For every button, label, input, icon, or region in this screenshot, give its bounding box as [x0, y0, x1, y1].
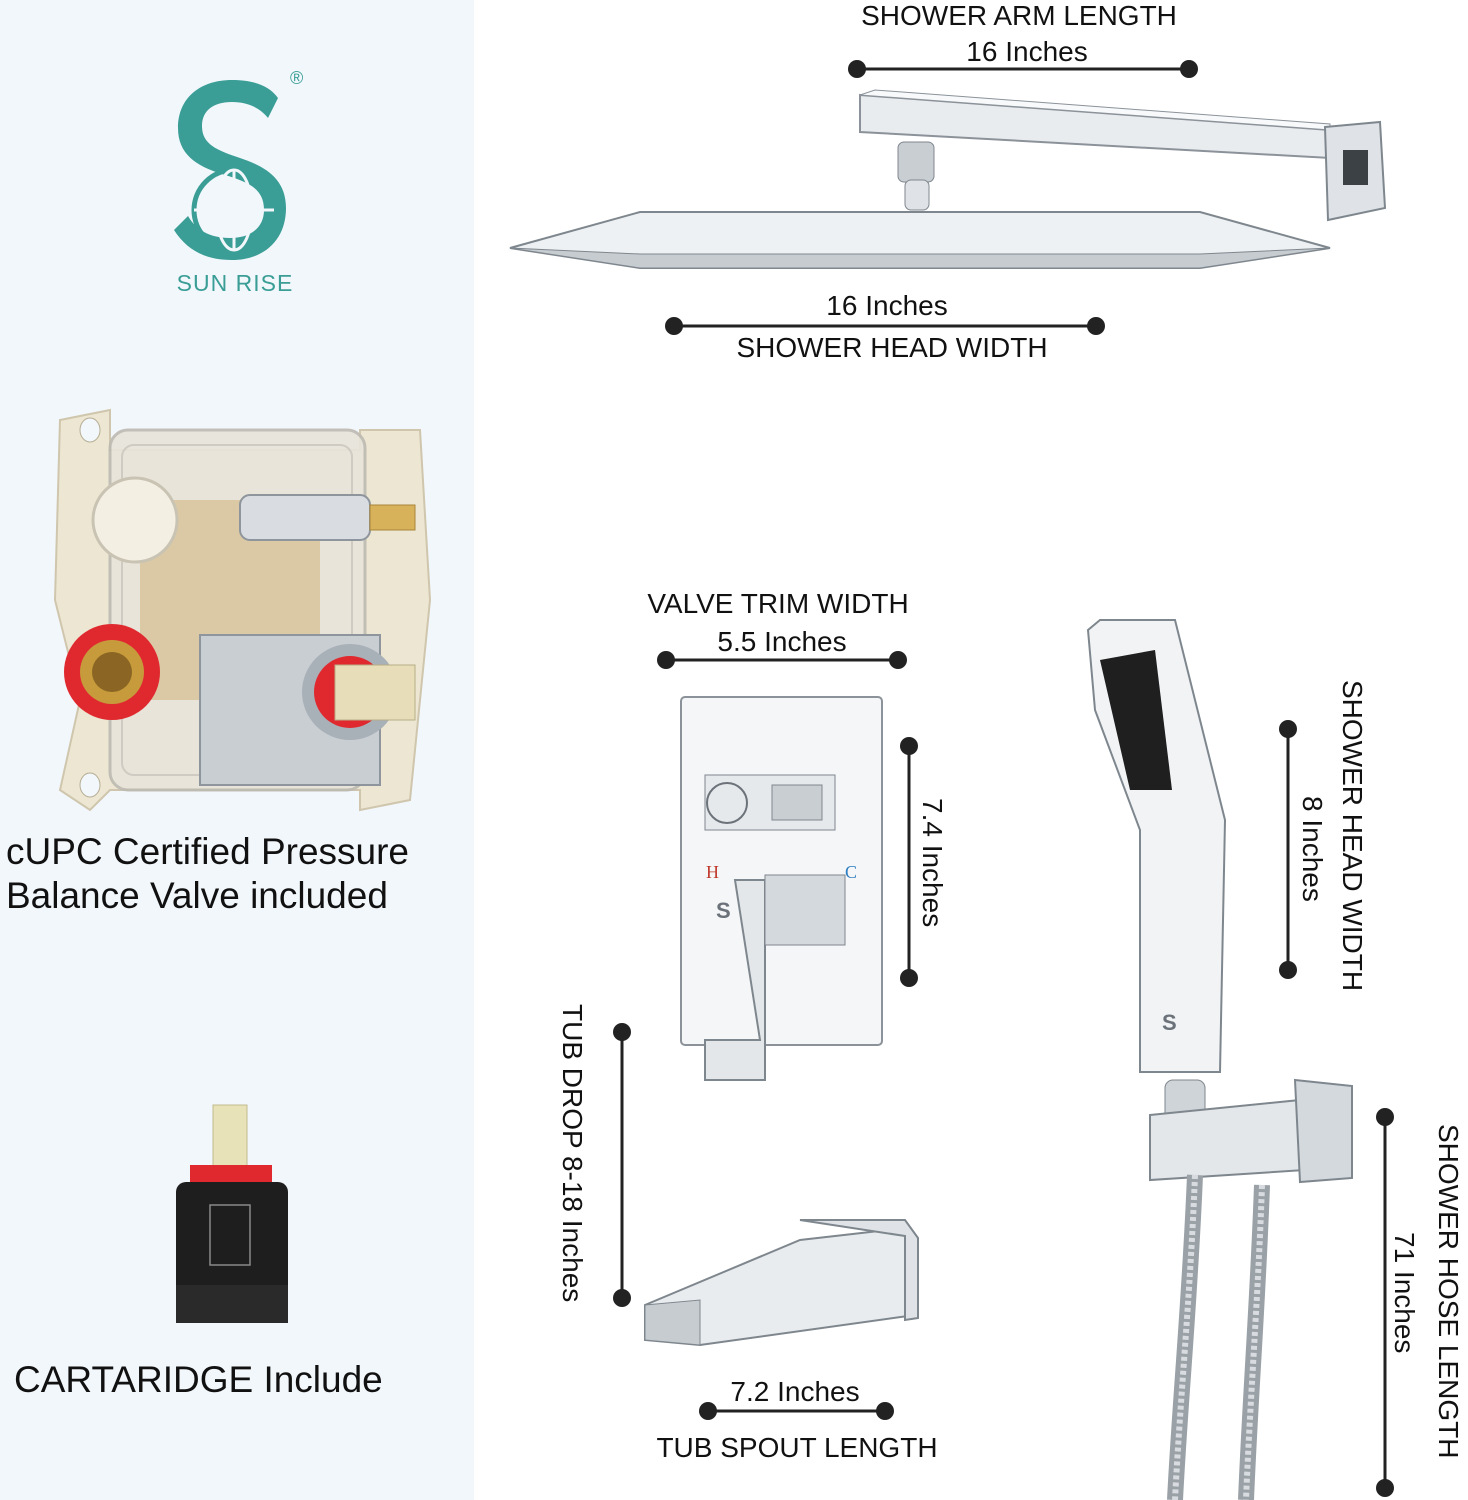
valve-cold-port: [302, 644, 416, 740]
brand-name: SUN RISE: [176, 270, 294, 296]
shower-arm-length-label: SHOWER ARM LENGTH: [861, 0, 1177, 31]
rain-shower-head: [509, 211, 1331, 269]
shower-hose-length-value: 71 Inches: [1389, 1232, 1420, 1354]
valve-trim-width-value: 5.5 Inches: [717, 626, 847, 657]
valve-trim-height-value: 7.4 Inches: [917, 798, 948, 928]
valve-hot-port: [64, 624, 160, 720]
tub-spout-length-label: TUB SPOUT LENGTH: [656, 1432, 938, 1463]
sun-rise-logo: ® SUN RISE: [160, 68, 310, 310]
cartridge-caption: CARTARIDGE Include: [14, 1359, 383, 1400]
shower-hose-length-label: SHOWER HOSE LENGTH: [1433, 1124, 1464, 1459]
hand-shower-width-value: 8 Inches: [1297, 796, 1328, 902]
shower-arm: [859, 89, 1387, 222]
valve-caption-line2: Balance Valve included: [6, 875, 388, 916]
shower-head-connector: [897, 141, 935, 211]
shower-head-width-label: SHOWER HEAD WIDTH: [736, 332, 1048, 363]
valve-caption-line1: cUPC Certified Pressure: [6, 831, 410, 872]
tub-drop-label: TUB DROP 8-18 Inches: [557, 1004, 588, 1303]
hot-mark: H: [706, 862, 719, 882]
hand-shower-width-label: SHOWER HEAD WIDTH: [1337, 680, 1368, 992]
valve-trim-width-label: VALVE TRIM WIDTH: [647, 588, 909, 619]
logo-mark: ®: [174, 68, 303, 260]
trim-logo-mark: S: [716, 898, 731, 923]
shower-arm-length-value: 16 Inches: [966, 36, 1088, 67]
registered-mark: ®: [290, 68, 303, 88]
cold-mark: C: [845, 862, 857, 882]
tub-spout-length-value: 7.2 Inches: [730, 1376, 860, 1407]
hand-shower-logo-mark: S: [1162, 1010, 1177, 1035]
shower-head-width-value: 16 Inches: [826, 290, 948, 321]
valve-chrome-stem: [199, 494, 416, 786]
valve-caption: cUPC Certified Pressure Balance Valve in…: [6, 830, 409, 918]
